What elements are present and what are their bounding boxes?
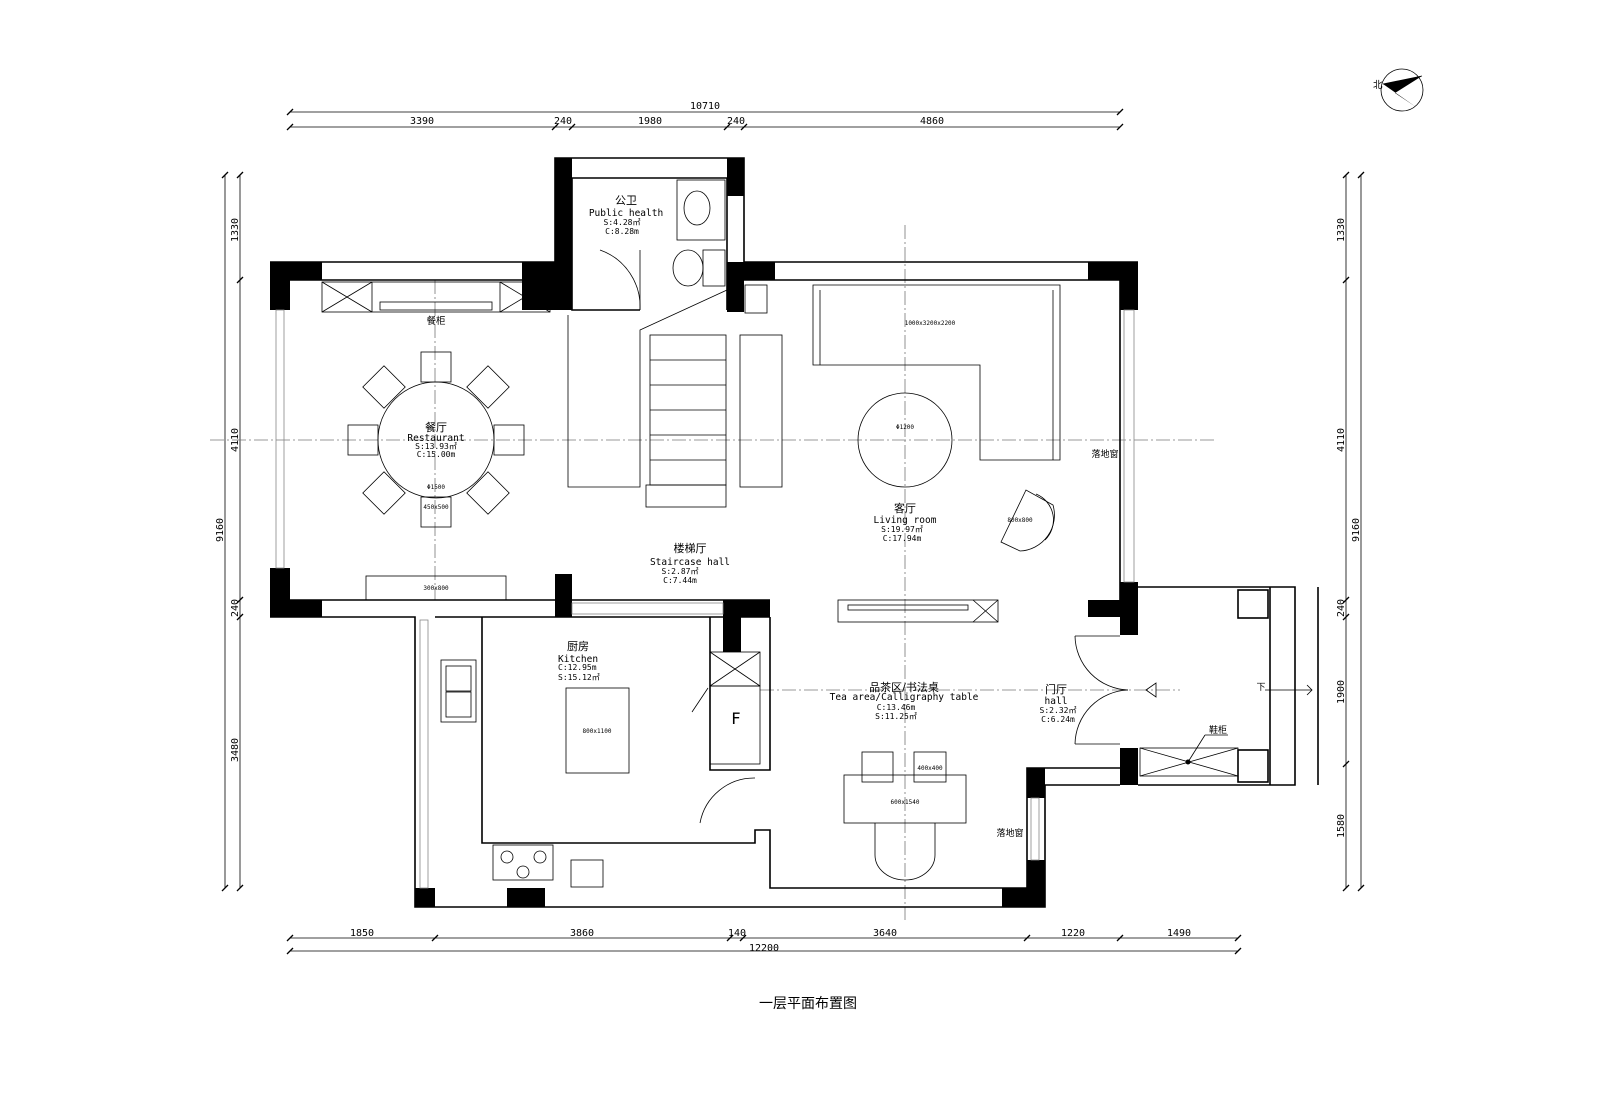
windows — [275, 309, 1135, 889]
kitchen-fixtures — [440, 651, 761, 888]
restaurant-area: S:13.93㎡ — [415, 442, 457, 451]
living-name-en: Living room — [874, 515, 937, 526]
dim-top-4: 240 — [727, 116, 745, 127]
staircase — [567, 284, 783, 508]
hall-name-cn: 门厅 — [1045, 682, 1067, 696]
tea-area: S:11.25㎡ — [875, 712, 917, 721]
washbasin-toilet — [599, 179, 726, 311]
dim-right-total: 9160 — [1351, 518, 1362, 542]
dim-left-4: 3480 — [230, 738, 241, 762]
dimension-lines — [221, 108, 1365, 955]
dim-top-2: 240 — [554, 116, 572, 127]
kitchen-perimeter: C:12.95m — [558, 663, 597, 672]
dim-left-total: 9160 — [215, 518, 226, 542]
tea-desk — [843, 751, 967, 881]
coffee-table — [857, 392, 953, 488]
shoe-cabinet-leader-dot — [1185, 759, 1191, 765]
dim-bottom-2: 3860 — [570, 928, 594, 939]
restaurant-name-en: Restaurant — [407, 433, 464, 444]
kitchen-name-en: Kitchen — [558, 654, 598, 665]
sofa-size: 1000x3200x2200 — [905, 320, 956, 327]
walls-outline — [270, 157, 1319, 908]
dim-top-1: 3390 — [410, 116, 434, 127]
dim-right-1: 1330 — [1336, 218, 1347, 242]
sofa — [812, 284, 1061, 461]
public-health-name-en: Public health — [589, 208, 663, 219]
dim-bottom-6: 1490 — [1167, 928, 1191, 939]
tea-name-cn: 品茶区/书法桌 — [869, 680, 939, 694]
table-diameter: Φ1500 — [427, 484, 445, 491]
armchair — [1000, 489, 1055, 552]
down-stairs-label: 下 — [1256, 683, 1265, 693]
dim-right-3: 240 — [1336, 599, 1347, 617]
bench-size: 300x800 — [423, 585, 449, 592]
dim-top-5: 4860 — [920, 116, 944, 127]
staircase-perimeter: C:7.44m — [663, 576, 697, 585]
island-size: 800x1100 — [583, 728, 612, 735]
chair-size: 450x500 — [423, 504, 449, 511]
dim-bottom-4: 3640 — [873, 928, 897, 939]
hall-name-en: hall — [1045, 696, 1068, 707]
kitchen-area: S:15.12㎡ — [558, 673, 600, 682]
dim-bottom-1: 1850 — [350, 928, 374, 939]
north-label: 北 — [1373, 80, 1383, 91]
staircase-name-cn: 楼梯厅 — [674, 541, 707, 555]
dim-right-4: 1900 — [1336, 680, 1347, 704]
drawing-title: 一层平面布置图 — [759, 996, 857, 1012]
window-label-living: 落地窗 — [1091, 448, 1118, 460]
living-name-cn: 客厅 — [894, 501, 916, 515]
staircase-name-en: Staircase hall — [650, 557, 730, 568]
dining-table — [347, 351, 525, 528]
dim-right-2: 4110 — [1336, 428, 1347, 452]
tea-perimeter: C:13.46m — [877, 703, 916, 712]
living-perimeter: C:17.94m — [883, 534, 922, 543]
dim-bottom-total: 12200 — [749, 943, 779, 954]
dim-right-5: 1580 — [1336, 814, 1347, 838]
fridge-label: F — [731, 709, 740, 728]
desk-size: 600x1540 — [891, 799, 920, 806]
sideboard-label: 餐柜 — [426, 315, 446, 327]
public-health-area: S:4.28㎡ — [604, 218, 641, 227]
hall-area: S:2.32㎡ — [1040, 706, 1077, 715]
bench — [365, 575, 507, 601]
dim-top-total: 10710 — [690, 101, 720, 112]
living-area: S:19.97㎡ — [881, 525, 923, 534]
dim-bottom-3: 140 — [728, 928, 746, 939]
staircase-area: S:2.87㎡ — [662, 567, 699, 576]
kitchen-name-cn: 厨房 — [567, 640, 589, 653]
coffee-table-size: Φ1200 — [896, 424, 914, 431]
dim-top-3: 1980 — [638, 116, 662, 127]
structural-columns — [270, 158, 1138, 907]
restaurant-name-cn: 餐厅 — [425, 420, 447, 434]
tv-cabinet — [837, 599, 999, 623]
hall-perimeter: C:6.24m — [1041, 715, 1075, 724]
north-arrow-icon — [1380, 68, 1424, 112]
entry-doors — [1074, 635, 1313, 777]
armchair-size: 800x800 — [1007, 517, 1033, 524]
shoe-cabinet-label: 鞋柜 — [1209, 724, 1227, 736]
dim-left-1: 1330 — [230, 218, 241, 242]
public-health-name-cn: 公卫 — [615, 194, 637, 207]
window-label-tea: 落地窗 — [996, 827, 1023, 839]
restaurant-perimeter: C:15.00m — [417, 450, 456, 459]
stool-size: 400x400 — [917, 765, 943, 772]
tea-name-en: Tea area/Calligraphy table — [830, 692, 979, 703]
dim-left-3: 240 — [230, 599, 241, 617]
axis-lines — [210, 225, 1215, 920]
public-health-perimeter: C:8.28m — [605, 227, 639, 236]
sideboard-cabinet — [321, 281, 551, 313]
dim-bottom-5: 1220 — [1061, 928, 1085, 939]
